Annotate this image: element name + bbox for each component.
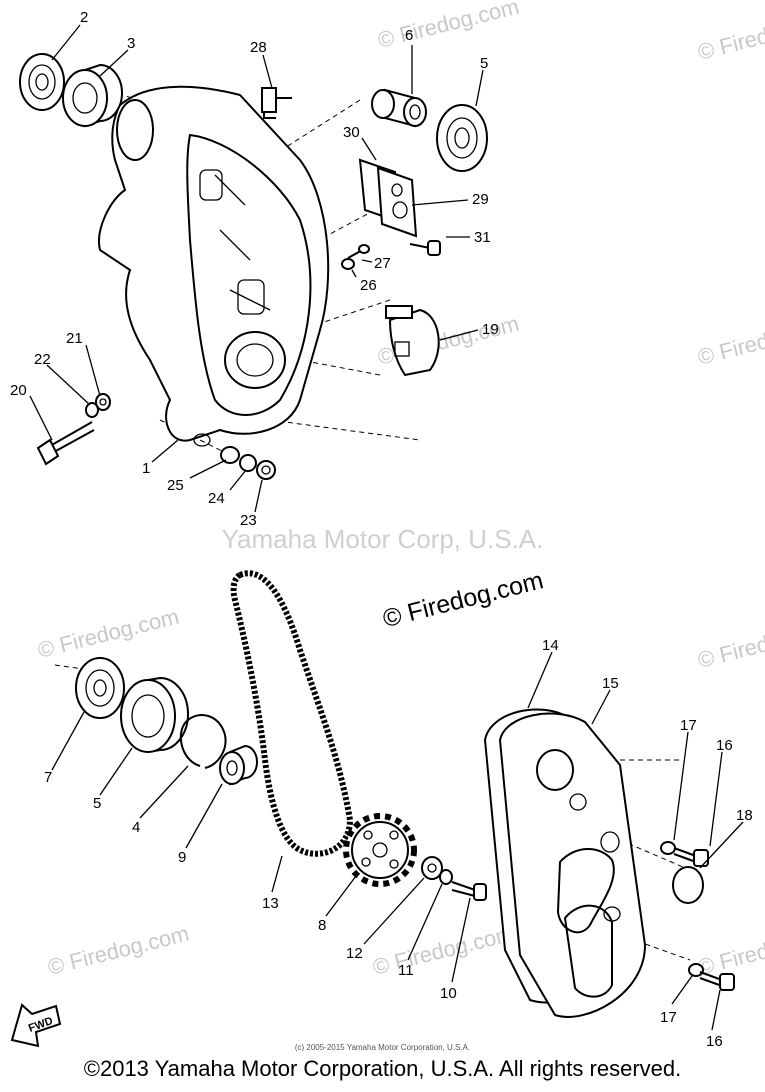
grease-fitting-28: [261, 87, 292, 119]
chain-case-housing: [98, 85, 330, 447]
washer-22: [85, 402, 99, 418]
callout-8: 8: [318, 917, 326, 934]
callout-4: 4: [132, 819, 140, 836]
watermark-faint: © Firedog.com: [375, 0, 521, 53]
callout-7: 7: [44, 769, 52, 786]
yamaha-watermark: Yamaha Motor Corp, U.S.A.: [221, 524, 544, 554]
callout-1: 1: [142, 460, 150, 477]
screw-27: [347, 244, 370, 259]
callout-23: 23: [240, 512, 257, 529]
bolt-10: [451, 881, 487, 901]
bearing-7: [75, 657, 125, 719]
callout-25: 25: [167, 477, 184, 494]
callout-26: 26: [360, 277, 377, 294]
callout-6: 6: [405, 27, 413, 44]
callout-12: 12: [346, 945, 363, 962]
callout-17-bottom: 17: [660, 1009, 677, 1026]
cap-18: [672, 866, 704, 904]
callout-15: 15: [602, 675, 619, 692]
watermark-faint: © Firedog.com: [695, 614, 765, 673]
washer-25: [220, 446, 240, 464]
collar-9: [219, 744, 258, 786]
bearing-2: [19, 53, 65, 111]
chain-tensioner-19: [385, 305, 440, 377]
circlip-4: [179, 714, 227, 769]
callout-numbers: 2 3 28 6 5 30 29 31 27 26 19 21 22 20 1 …: [10, 9, 753, 1050]
callout-9: 9: [178, 849, 186, 866]
bearing-plate-29: [376, 166, 418, 238]
lock-washer-11: [439, 869, 453, 885]
callout-31: 31: [474, 229, 491, 246]
callout-18: 18: [736, 807, 753, 824]
callout-14: 14: [542, 637, 559, 654]
leader-lines: [29, 24, 744, 1031]
bolt-16-bottom: [699, 971, 735, 991]
drive-chain-13: [230, 570, 354, 857]
nut-23: [256, 460, 276, 480]
washer-17-top: [660, 841, 676, 855]
bolt-20: [36, 421, 95, 466]
callout-5-top: 5: [480, 55, 488, 72]
washer-26: [341, 258, 355, 270]
bearing-5-top: [436, 104, 488, 172]
callout-2: 2: [80, 9, 88, 26]
bearing-5-bottom: [120, 676, 189, 754]
watermark-faint: © Firedog.com: [695, 311, 765, 370]
watermark-faint: © Firedog.com: [695, 921, 765, 980]
watermark-faint: © Firedog.com: [35, 604, 181, 663]
bolt-31: [409, 240, 441, 256]
bearing-3: [62, 63, 123, 128]
callout-30: 30: [343, 124, 360, 141]
forward-direction-arrow: FWD: [10, 1003, 62, 1048]
callout-16-top: 16: [716, 737, 733, 754]
callout-5-bottom: 5: [93, 795, 101, 812]
washer-17-bottom: [688, 963, 704, 977]
copyright-footer: ©2013 Yamaha Motor Corporation, U.S.A. A…: [83, 1056, 682, 1081]
small-copyright: (c) 2005-2015 Yamaha Motor Corporation, …: [294, 1043, 471, 1052]
callout-27: 27: [374, 255, 391, 272]
callout-17-top: 17: [680, 717, 697, 734]
watermark-faint: © Firedog.com: [370, 921, 516, 980]
callout-3: 3: [127, 35, 135, 52]
callout-22: 22: [34, 351, 51, 368]
callout-21: 21: [66, 330, 83, 347]
chain-case-cover-15: [498, 712, 647, 1018]
washer-12: [421, 856, 443, 880]
collar-6: [371, 88, 427, 128]
lock-washer-24: [239, 454, 257, 472]
callout-20: 20: [10, 382, 27, 399]
callout-28: 28: [250, 39, 267, 56]
callout-29: 29: [472, 191, 489, 208]
callout-16-bottom: 16: [706, 1033, 723, 1050]
callout-24: 24: [208, 490, 225, 507]
sprocket-8: [343, 813, 417, 887]
callout-10: 10: [440, 985, 457, 1002]
callout-11: 11: [398, 962, 414, 979]
callout-19: 19: [482, 321, 499, 338]
callout-13: 13: [262, 895, 279, 912]
watermark-faint: © Firedog.com: [695, 6, 765, 65]
watermark-faint: © Firedog.com: [45, 921, 191, 980]
bolt-16-top: [673, 847, 709, 867]
washer-21: [95, 393, 111, 411]
